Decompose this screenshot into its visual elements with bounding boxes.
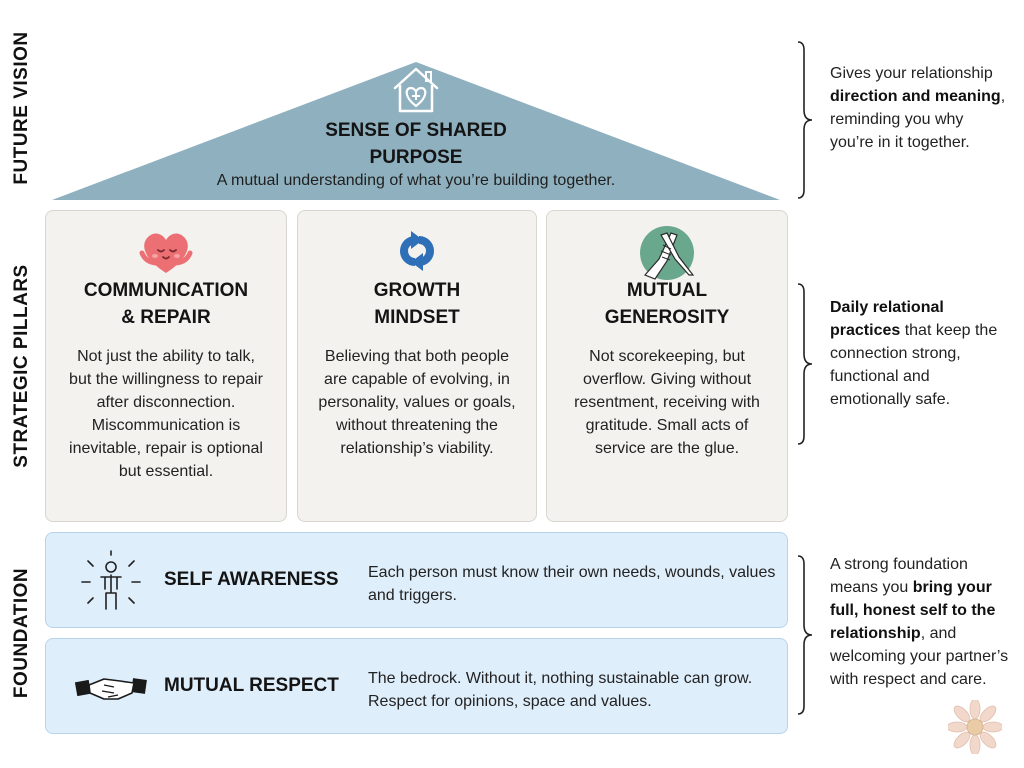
pillar-body: Not scorekeeping, but overflow. Giving w… xyxy=(574,348,760,457)
roof-title-line1: SENSE OF SHARED xyxy=(325,120,507,141)
foundation-title: SELF AWARENESS xyxy=(164,569,339,590)
pillar-body: Not just the ability to talk, but the wi… xyxy=(69,348,263,480)
clasped-hands-icon xyxy=(640,226,695,280)
radiant-person-icon xyxy=(81,550,141,610)
future-vision-text: FUTURE VISION xyxy=(11,31,32,185)
pillar-title-line2: GENEROSITY xyxy=(604,307,730,328)
foundation-title: MUTUAL RESPECT xyxy=(164,675,339,696)
vision-brace xyxy=(797,41,813,199)
pillar-title-line2: & REPAIR xyxy=(121,307,211,328)
roof-subtitle: A mutual understanding of what you’re bu… xyxy=(216,172,616,189)
foundation-text: FOUNDATION xyxy=(11,567,32,699)
pillars-brace xyxy=(797,283,813,445)
pillar-title-line1: MUTUAL xyxy=(626,280,708,301)
note-text: , reminding you why you’re in it togethe… xyxy=(830,88,1006,151)
foundation-body: The bedrock. Without it, nothing sustain… xyxy=(368,670,753,710)
pillar-growth: GROWTH MINDSET Believing that both peopl… xyxy=(297,210,537,522)
pillars-note: Daily relational practices that keep the… xyxy=(830,296,1010,411)
vision-note: Gives your relationship direction and me… xyxy=(830,62,1010,154)
note-emphasis: Daily relational practices xyxy=(830,299,944,339)
note-text: Gives your relationship xyxy=(830,65,993,82)
pillar-title-line1: GROWTH xyxy=(373,280,461,301)
cycle-arrows-icon xyxy=(400,231,434,271)
pillar-title: COMMUNICATION & REPAIR xyxy=(46,277,286,331)
foundation-mutual-respect: MUTUAL RESPECT The bedrock. Without it, … xyxy=(45,638,788,734)
handshake-icon xyxy=(74,678,147,700)
pillar-body: Believing that both people are capable o… xyxy=(318,348,516,457)
foundation-note: A strong foundation means you bring your… xyxy=(830,553,1010,691)
note-text: , and welcoming your partner’s with resp… xyxy=(830,625,1009,688)
roof-triangle xyxy=(52,62,780,200)
pillar-title: MUTUAL GENEROSITY xyxy=(547,277,787,331)
pillar-title-line1: COMMUNICATION xyxy=(83,280,249,301)
foundation-body: Each person must know their own needs, w… xyxy=(368,564,776,604)
note-text: that keep the connection strong, functio… xyxy=(830,322,998,408)
pillar-title-line2: MINDSET xyxy=(374,307,460,328)
pillar-communication: COMMUNICATION & REPAIR Not just the abil… xyxy=(45,210,287,522)
roof-title: SENSE OF SHARED PURPOSE xyxy=(230,117,602,171)
note-emphasis: direction and meaning xyxy=(830,88,1001,105)
house-heart-icon xyxy=(393,67,439,113)
roof-title-line2: PURPOSE xyxy=(369,147,463,168)
hugging-heart-icon xyxy=(139,233,193,273)
pillar-generosity: MUTUAL GENEROSITY Not scorekeeping, but … xyxy=(546,210,788,522)
note-emphasis: bring your full, honest self to the rela… xyxy=(830,579,996,642)
note-text: A strong foundation means you xyxy=(830,556,968,596)
pillar-title: GROWTH MINDSET xyxy=(298,277,536,331)
foundation-brace xyxy=(797,555,813,715)
strategic-pillars-text: STRATEGIC PILLARS xyxy=(11,264,32,468)
flower-watermark-icon xyxy=(948,700,1002,754)
foundation-self-awareness: SELF AWARENESS Each person must know the… xyxy=(45,532,788,628)
